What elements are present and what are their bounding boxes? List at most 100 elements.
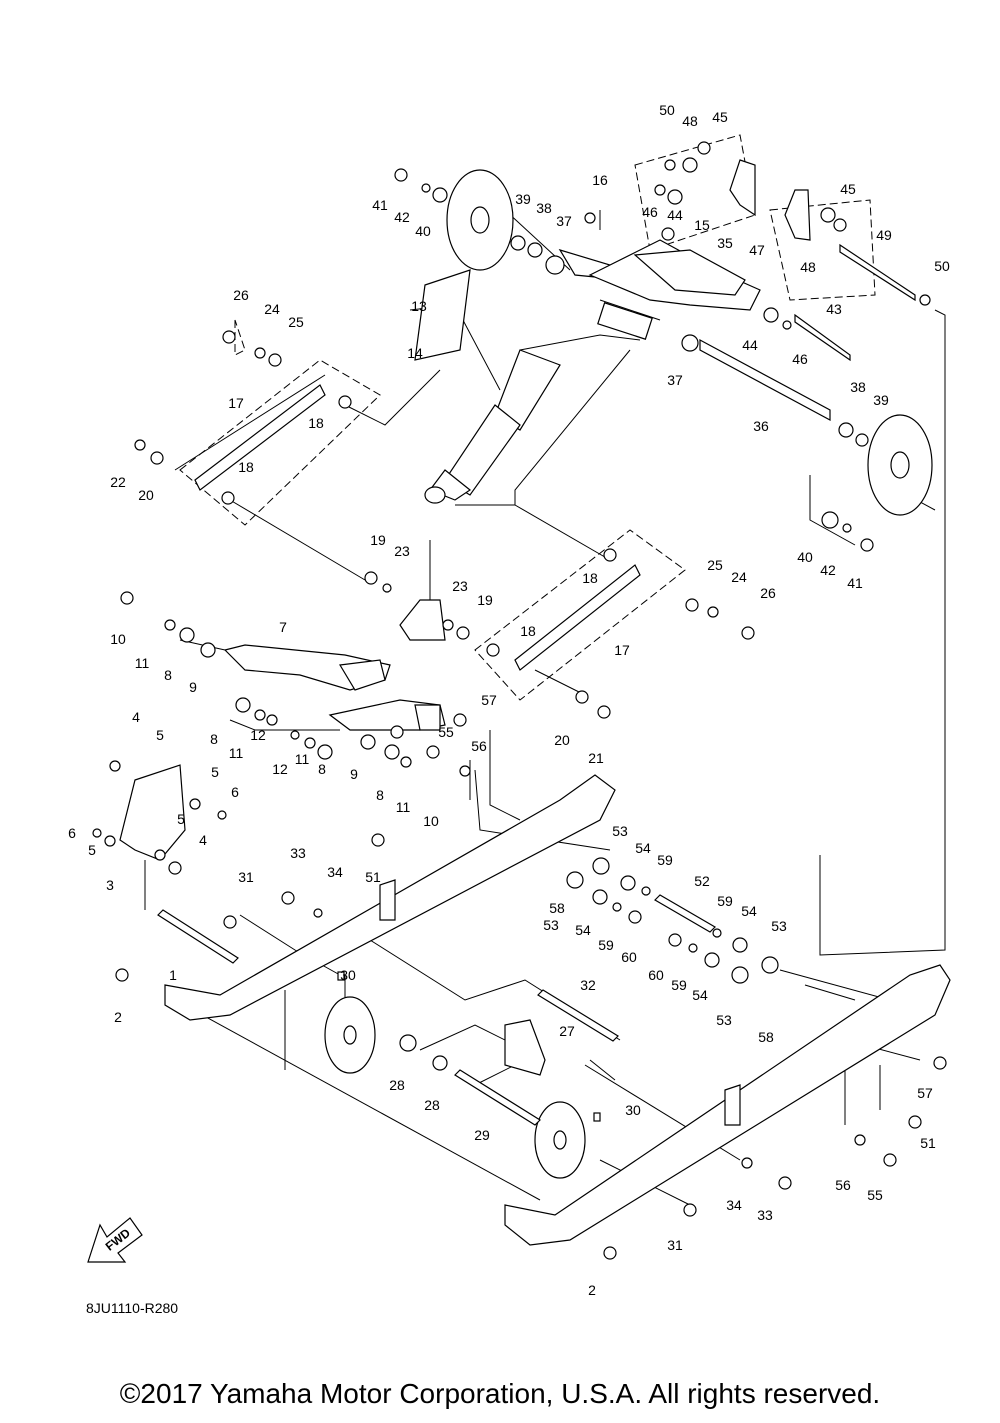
callout-number: 37: [667, 372, 683, 388]
callout-number: 48: [800, 259, 816, 275]
callout-number: 42: [394, 209, 410, 225]
callout-number: 60: [621, 949, 637, 965]
callout-number: 46: [642, 204, 658, 220]
callout-number: 2: [588, 1282, 596, 1298]
callout-number: 9: [189, 679, 197, 695]
callout-number: 11: [295, 751, 310, 767]
callout-number: 23: [452, 578, 468, 594]
callout-number: 8: [164, 667, 172, 683]
left-slide-rail: [164, 774, 616, 1021]
callout-number: 5: [156, 727, 164, 743]
callout-number: 26: [760, 585, 776, 601]
callout-number: 15: [694, 217, 710, 233]
callout-number: 50: [659, 102, 675, 118]
hardware-small-parts: [92, 141, 947, 1260]
callout-number: 24: [731, 569, 747, 585]
callout-number: 52: [694, 873, 710, 889]
callout-number: 5: [177, 811, 185, 827]
callout-number: 14: [407, 345, 423, 361]
callout-number: 32: [580, 977, 596, 993]
callout-number: 8: [318, 761, 326, 777]
middle-wheel-right: [534, 1101, 586, 1179]
middle-wheel-left: [324, 996, 376, 1074]
callout-number: 12: [272, 761, 288, 777]
callout-number: 51: [365, 869, 381, 885]
callout-number: 49: [876, 227, 892, 243]
callout-number: 43: [826, 301, 842, 317]
callout-number: 19: [477, 592, 493, 608]
callout-number: 41: [847, 575, 863, 591]
callout-number: 38: [536, 200, 552, 216]
callout-number: 56: [471, 738, 487, 754]
callout-number: 5: [88, 842, 96, 858]
callout-number: 38: [850, 379, 866, 395]
callout-number: 11: [135, 655, 150, 671]
callout-number: 9: [350, 766, 358, 782]
front-arm: [223, 644, 446, 731]
callout-number: 31: [667, 1237, 683, 1253]
callout-number: 36: [753, 418, 769, 434]
callout-number: 40: [415, 223, 431, 239]
callout-number: 55: [867, 1187, 883, 1203]
callout-number: 44: [667, 207, 683, 223]
callout-number: 40: [797, 549, 813, 565]
callout-number: 60: [648, 967, 664, 983]
callout-number: 7: [279, 619, 287, 635]
callout-number: 55: [438, 724, 454, 740]
limiter-bracket: [119, 764, 186, 861]
callout-number: 23: [394, 543, 410, 559]
callout-number: 56: [835, 1177, 851, 1193]
callout-number: 6: [231, 784, 239, 800]
rear-idler-wheel: [867, 414, 933, 516]
callout-number: 39: [515, 191, 531, 207]
front-shaft: [157, 909, 239, 964]
callout-number: 3: [106, 877, 114, 893]
callout-number: 54: [635, 840, 651, 856]
callout-number: 50: [934, 258, 950, 274]
callout-number: 57: [481, 692, 497, 708]
callout-number: 17: [614, 642, 630, 658]
callout-number: 11: [229, 745, 244, 761]
callout-number: 48: [682, 113, 698, 129]
callout-number: 37: [556, 213, 572, 229]
callout-number: 39: [873, 392, 889, 408]
callout-number: 59: [717, 893, 733, 909]
callout-number: 54: [575, 922, 591, 938]
callout-number: 17: [228, 395, 244, 411]
callout-number: 45: [712, 109, 728, 125]
middle-shaft-lower: [454, 1069, 541, 1126]
callout-number: 57: [917, 1085, 933, 1101]
callout-number: 59: [671, 977, 687, 993]
upper-idler-wheel: [446, 169, 514, 271]
middle-shaft-upper: [537, 989, 619, 1042]
callout-number: 6: [68, 825, 76, 841]
copyright-notice: ©2017 Yamaha Motor Corporation, U.S.A. A…: [119, 1378, 881, 1409]
upper-arm-assembly: [558, 159, 916, 422]
fwd-arrow-icon: FWD: [87, 1217, 143, 1263]
upper-link-rod-left: [194, 384, 326, 491]
callout-number: 54: [692, 987, 708, 1003]
callout-number: 33: [757, 1207, 773, 1223]
callout-number: 4: [132, 709, 140, 725]
callout-number: 8: [210, 731, 218, 747]
callout-number: 16: [592, 172, 608, 188]
callout-number: 53: [716, 1012, 732, 1028]
callout-number: 59: [657, 852, 673, 868]
callout-number: 33: [290, 845, 306, 861]
callout-number: 53: [543, 917, 559, 933]
callout-number: 11: [396, 799, 411, 815]
callout-number: 18: [238, 459, 254, 475]
callout-number: 19: [370, 532, 386, 548]
callout-number: 13: [411, 298, 427, 314]
callout-number: 10: [110, 631, 126, 647]
callout-number: 35: [717, 235, 733, 251]
callout-number: 28: [424, 1097, 440, 1113]
callout-number: 41: [372, 197, 388, 213]
callout-number: 20: [138, 487, 154, 503]
callout-number: 34: [726, 1197, 742, 1213]
callout-number: 31: [238, 869, 254, 885]
callout-number: 59: [598, 937, 614, 953]
callout-number: 2: [114, 1009, 122, 1025]
callout-number: 8: [376, 787, 384, 803]
